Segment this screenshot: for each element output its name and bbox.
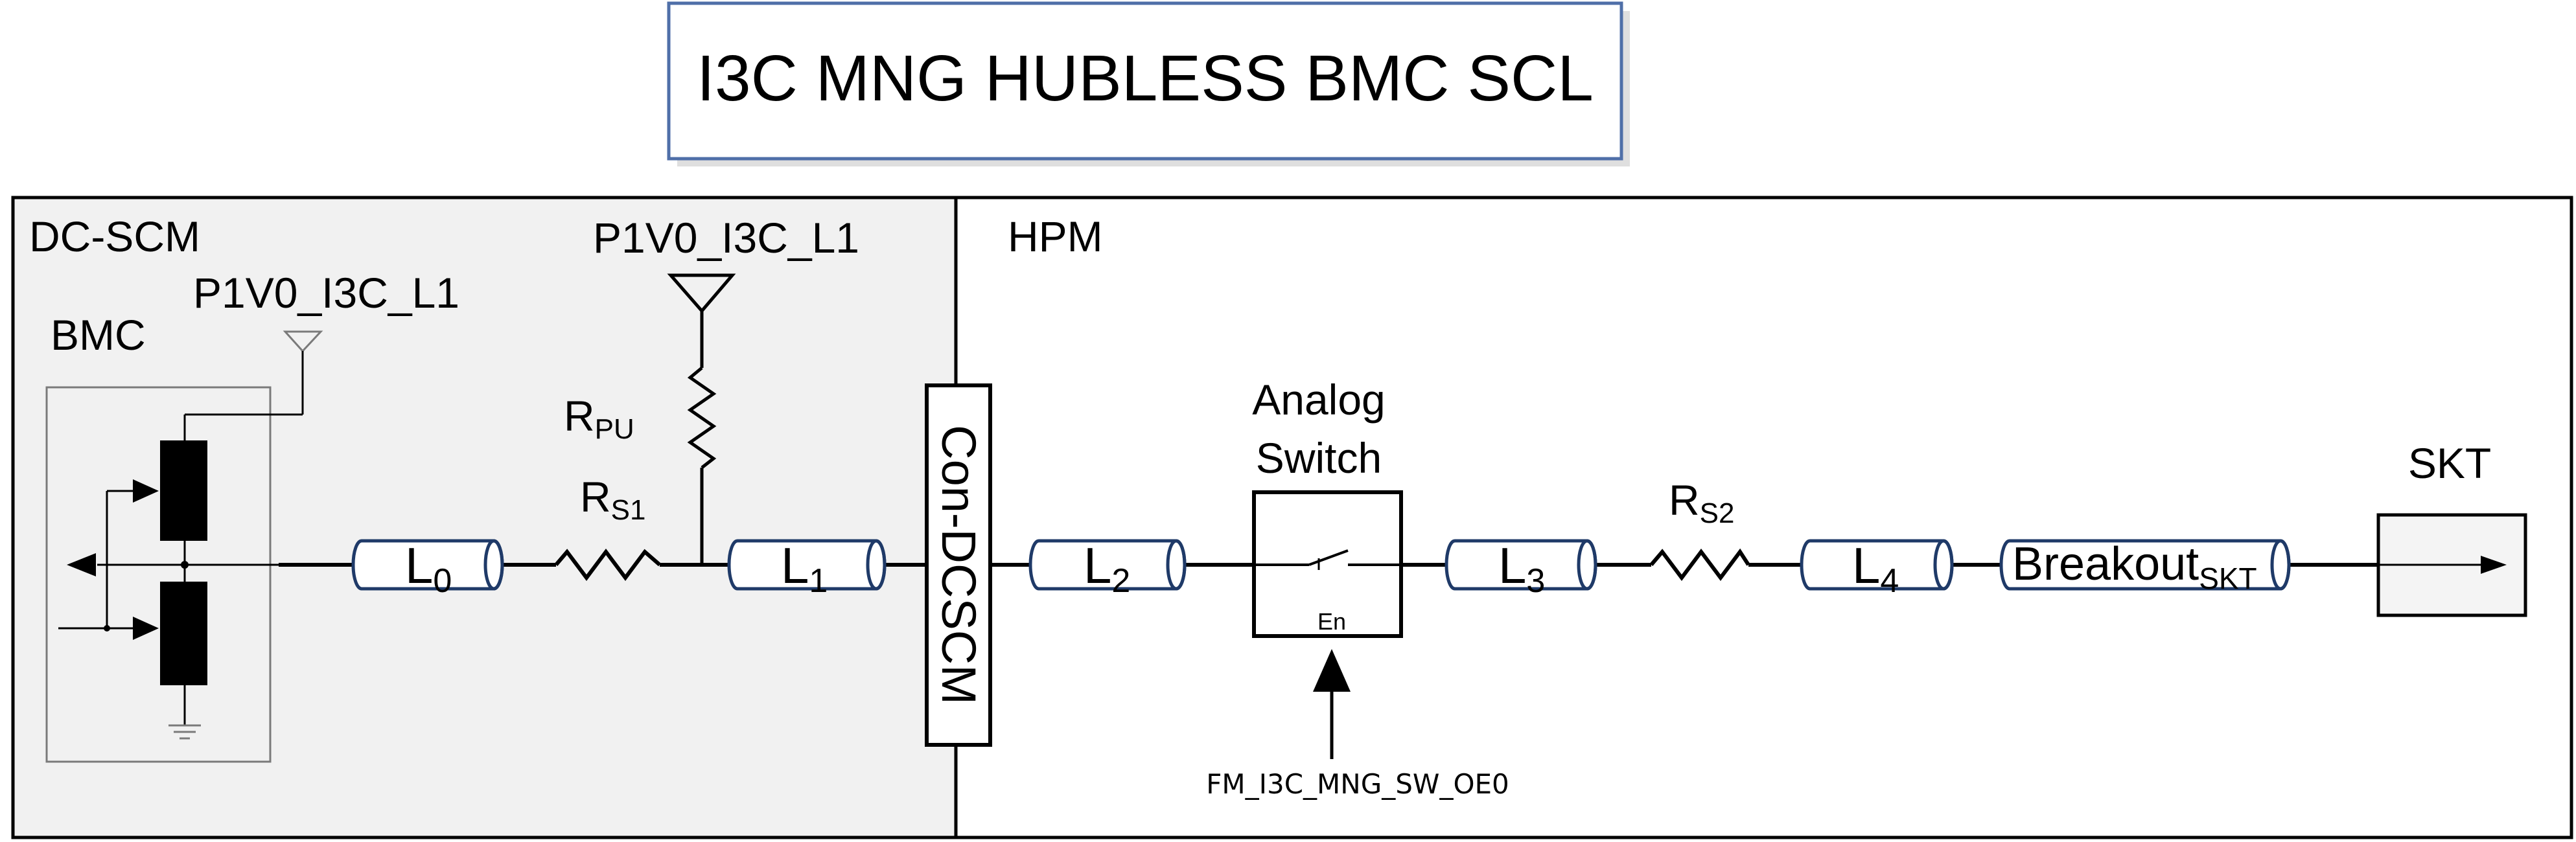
hpm-label: HPM: [1008, 212, 1103, 260]
socket-skt: SKT: [2376, 439, 2527, 617]
dcscm-label: DC-SCM: [29, 212, 200, 260]
pullup-branch: P1V0_I3C_L1 RPU: [564, 214, 859, 565]
dcscm-region: [11, 196, 958, 839]
analog-switch: Analog Switch En FM_I3C_MNG_SW_OE0: [1206, 376, 1509, 800]
analog-switch-label-line1: Analog: [1252, 376, 1386, 424]
bmc-output-arrow-icon: [67, 553, 96, 576]
enable-arrow-icon: [1313, 649, 1351, 692]
resistor-rs1: RS1: [554, 473, 661, 581]
l3-subscript: 3: [1526, 562, 1545, 600]
pullup-resistor-icon: [687, 367, 717, 469]
breakout-subscript: SKT: [2199, 562, 2257, 595]
pullup-supply-triangle-icon: [667, 273, 736, 313]
svg-text:L1: L1: [781, 537, 828, 600]
svg-text:L2: L2: [1084, 537, 1130, 600]
connector-con-dcscm: Con-DCSCM: [925, 383, 992, 747]
rs2-label: R: [1669, 476, 1700, 524]
connector-label: Con-DCSCM: [932, 425, 986, 705]
rs2-subscript: S2: [1700, 497, 1735, 529]
l3-label: L: [1498, 537, 1526, 594]
hpm-region: [954, 196, 2573, 839]
svg-text:L0: L0: [405, 537, 452, 600]
rpu-label: R: [564, 392, 595, 440]
analog-switch-label-line2: Switch: [1256, 434, 1382, 482]
resistor-rs2: RS2: [1649, 476, 1750, 581]
bmc-block: BMC P1V0_I3C_L1: [45, 269, 459, 763]
l1-label: L: [781, 537, 809, 594]
control-signal-label: FM_I3C_MNG_SW_OE0: [1206, 768, 1509, 800]
transmission-line-l0: L0: [351, 537, 504, 600]
l2-subscript: 2: [1111, 562, 1130, 600]
l4-label: L: [1852, 537, 1880, 594]
diagram-title: I3C MNG HUBLESS BMC SCL: [697, 42, 1594, 115]
breakout-label: Breakout: [2012, 538, 2199, 590]
socket-input-arrow-icon: [2481, 556, 2507, 574]
transmission-line-l4: L4: [1800, 537, 1954, 600]
title-box: I3C MNG HUBLESS BMC SCL: [667, 1, 1630, 166]
ground-icon: [168, 724, 201, 740]
bmc-supply-triangle-icon: [283, 330, 323, 353]
svg-text:RS2: RS2: [1669, 476, 1735, 529]
socket-label: SKT: [2408, 439, 2491, 487]
l0-label: L: [405, 537, 433, 594]
svg-text:RPU: RPU: [564, 392, 634, 445]
transmission-line-l2: L2: [1028, 537, 1187, 600]
l2-label: L: [1084, 537, 1111, 594]
svg-text:BreakoutSKT: BreakoutSKT: [2012, 538, 2257, 595]
svg-text:L4: L4: [1852, 537, 1899, 600]
svg-text:RS1: RS1: [580, 473, 646, 526]
bmc-label: BMC: [51, 311, 146, 359]
pullup-supply-label: P1V0_I3C_L1: [593, 214, 859, 262]
l4-subscript: 4: [1880, 562, 1899, 600]
switch-contact-icon: [1254, 549, 1401, 570]
rs1-subscript: S1: [611, 494, 646, 526]
svg-text:L3: L3: [1498, 537, 1545, 600]
rpu-subscript: PU: [595, 413, 634, 445]
transmission-line-breakout: BreakoutSKT: [1999, 538, 2291, 595]
pull-down-transistor-icon: [160, 582, 207, 685]
l1-subscript: 1: [809, 562, 828, 600]
transmission-line-l1: L1: [727, 537, 887, 600]
enable-label: En: [1317, 608, 1346, 635]
rs1-label: R: [580, 473, 611, 521]
transmission-line-l3: L3: [1445, 537, 1597, 600]
pull-up-transistor-icon: [160, 440, 207, 541]
bmc-supply-label: P1V0_I3C_L1: [193, 269, 459, 317]
l0-subscript: 0: [433, 562, 452, 600]
